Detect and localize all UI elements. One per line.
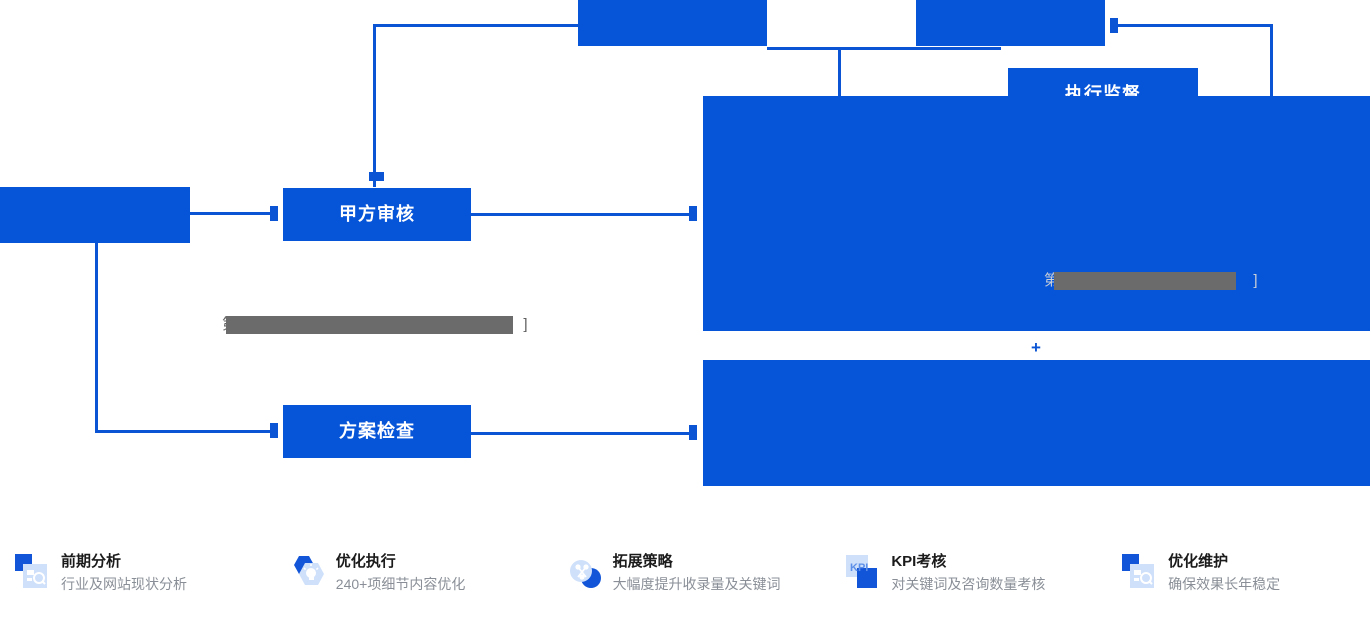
connector-endcap-top-right	[1110, 18, 1118, 33]
feature-item-execution[interactable]: 优化执行 240+项细节内容优化	[289, 530, 566, 594]
feature-subtitle-analysis: 行业及网站现状分析	[61, 576, 187, 592]
feature-text-analysis: 前期分析 行业及网站现状分析	[61, 552, 187, 594]
feature-text-strategy: 拓展策略 大幅度提升收录量及关键词	[613, 552, 781, 594]
feature-title-analysis: 前期分析	[61, 553, 122, 570]
feature-title-maintenance: 优化维护	[1168, 553, 1229, 570]
feature-item-analysis[interactable]: 前期分析 行业及网站现状分析	[14, 530, 289, 594]
plan-check-label: 方案检查	[339, 420, 415, 441]
connector-top-left-vertical	[373, 24, 376, 187]
connector-top-middle-vertical	[838, 47, 841, 97]
feature-subtitle-kpi: 对关键词及咨询数量考核	[891, 576, 1046, 592]
feature-subtitle-execution: 240+项细节内容优化	[335, 576, 466, 592]
kpi-squares-icon: KPI	[844, 552, 880, 592]
feature-item-kpi[interactable]: KPI KPI考核 对关键词及咨询数量考核	[844, 530, 1121, 594]
results-panel[interactable]	[703, 360, 1370, 486]
redaction-bar-right	[1054, 272, 1236, 290]
svg-text:KPI: KPI	[850, 562, 868, 574]
left-source-node[interactable]	[0, 187, 190, 243]
add-step-button[interactable]: +	[1031, 338, 1041, 357]
connector-left-down-vertical	[95, 243, 98, 432]
feature-item-strategy[interactable]: 拓展策略 大幅度提升收录量及关键词	[566, 530, 845, 594]
top-left-node[interactable]	[578, 0, 767, 46]
connector-endcap-plan-check-left	[270, 423, 278, 438]
hexagon-bulb-icon	[289, 552, 325, 592]
connector-endcap-party-a-left	[270, 206, 278, 221]
feature-title-kpi: KPI考核	[891, 553, 947, 570]
connector-endcap-execution-left	[689, 206, 697, 221]
connector-top-right-vertical	[1270, 24, 1273, 98]
feature-text-maintenance: 优化维护 确保效果长年稳定	[1168, 552, 1280, 594]
feature-title-strategy: 拓展策略	[612, 553, 673, 570]
feature-item-maintenance[interactable]: 优化维护 确保效果长年稳定	[1121, 530, 1370, 594]
party-a-review-label: 甲方审核	[339, 203, 415, 224]
document-search-icon	[14, 552, 50, 592]
connector-endcap-party-a-top	[369, 172, 384, 181]
connector-left-down-horizontal	[95, 430, 273, 433]
execution-panel[interactable]	[703, 96, 1370, 331]
connector-endcap-results-left	[689, 425, 697, 440]
top-right-node[interactable]	[916, 0, 1105, 46]
plan-check-node[interactable]: 方案检查	[283, 405, 471, 458]
redacted-note-right-trail: ]	[1253, 272, 1258, 289]
connector-top-middle-horizontal	[767, 47, 1001, 50]
circles-share-icon	[566, 552, 602, 592]
connector-left-to-party-a	[190, 212, 272, 215]
connector-top-right-horizontal	[1113, 24, 1273, 27]
redaction-bar-left	[226, 316, 513, 334]
connector-plan-check-to-results	[471, 432, 696, 435]
party-a-review-node[interactable]: 甲方审核	[283, 188, 471, 241]
connector-party-a-to-execution	[471, 213, 696, 216]
maintenance-search-icon	[1121, 552, 1157, 592]
connector-top-left-horizontal	[373, 24, 579, 27]
feature-strip: 前期分析 行业及网站现状分析 优化执行 240+项细节内容优化	[0, 530, 1370, 619]
feature-subtitle-maintenance: 确保效果长年稳定	[1168, 576, 1281, 592]
feature-text-execution: 优化执行 240+项细节内容优化	[336, 552, 466, 594]
feature-subtitle-strategy: 大幅度提升收录量及关键词	[612, 576, 781, 592]
feature-text-kpi: KPI考核 对关键词及咨询数量考核	[891, 552, 1045, 594]
redacted-note-left-trail: ]	[523, 316, 528, 333]
feature-title-execution: 优化执行	[335, 553, 396, 570]
